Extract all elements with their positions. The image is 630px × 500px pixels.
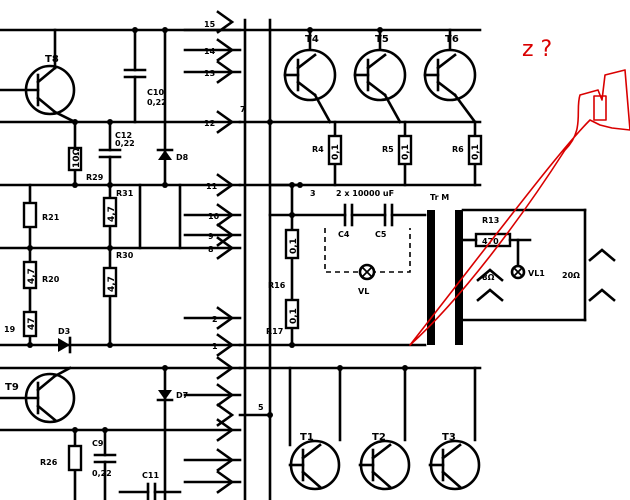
- r30-label: R30: [116, 251, 134, 260]
- r30-value: 4,7: [107, 276, 117, 292]
- c9-label: C9: [92, 439, 104, 448]
- d3-label: D3: [58, 327, 70, 336]
- imp-20-label: 20Ω: [562, 271, 580, 280]
- r26-label: R26: [40, 458, 58, 467]
- resistor-r5: [397, 134, 413, 166]
- transistor-t6: T6: [423, 34, 477, 102]
- r6-label: R6: [452, 145, 464, 154]
- r5-value: 0,1: [401, 144, 411, 160]
- c10-label: C10: [147, 88, 164, 97]
- vl-label: VL: [358, 287, 369, 296]
- resistor-r6: [467, 134, 483, 166]
- r29-label: R29: [86, 173, 104, 182]
- resistor-r21: [22, 201, 38, 229]
- bus-lines: [0, 18, 482, 500]
- c10-d8-network: C10 0,22 D8: [123, 27, 189, 188]
- t4-label: T4: [305, 34, 319, 45]
- c10-value: 0,22: [147, 98, 167, 107]
- annotation-text: z ?: [522, 37, 552, 62]
- t6-label: T6: [445, 34, 459, 45]
- r19-label: 19: [4, 325, 16, 334]
- r20-value: 4,7: [27, 268, 37, 284]
- pin-9-label: 9: [208, 232, 214, 241]
- t8-label: T8: [45, 54, 59, 65]
- resistor-r20: [22, 260, 38, 290]
- speaker-sketch: [409, 69, 630, 346]
- vl1-label: VL1: [528, 269, 545, 278]
- pin-1-label: 1: [212, 342, 218, 351]
- node-7-label: 7: [240, 105, 246, 114]
- transistor-t1: T1: [288, 432, 341, 491]
- bias-resistors: R21 4,7 R31 4,7 R30 4,7 R20 47 19 D3: [4, 183, 182, 354]
- resistor-r16: [284, 228, 300, 260]
- output-coupling: 2 x 10000 uF C4 C5 0,1 R16 0,1 R17 3 VL: [266, 182, 427, 348]
- output-transformer: Tr M R13 470 VL1 8Ω 20Ω: [427, 193, 616, 345]
- resistor-r4: [327, 134, 343, 166]
- transistor-t2: T2: [358, 432, 411, 491]
- resistor-r26: [67, 444, 83, 472]
- d7-label: D7: [176, 391, 188, 400]
- r21-label: R21: [42, 213, 60, 222]
- red-annotation: z ?: [409, 37, 630, 346]
- r13-label: R13: [482, 216, 499, 225]
- trm-label: Tr M: [430, 193, 449, 202]
- t3-label: T3: [442, 432, 456, 443]
- c9-value: 0,22: [92, 469, 112, 478]
- t9-label: T9: [5, 382, 19, 393]
- r5-label: R5: [382, 145, 394, 154]
- r4-label: R4: [312, 145, 324, 154]
- lower-output-stage: 5 T1 T2 T3: [258, 365, 481, 491]
- r4-value: 0,1: [331, 144, 341, 160]
- pin-14-label: 14: [204, 47, 216, 56]
- node-3-label: 3: [310, 189, 316, 198]
- node-5-label: 5: [258, 403, 264, 412]
- c5-label: C5: [375, 230, 387, 239]
- pin-8-label: 8: [208, 245, 214, 254]
- t5-label: T5: [375, 34, 389, 45]
- pin-10-label: 10: [208, 212, 220, 221]
- r16-label: R16: [268, 281, 286, 290]
- r20-label: R20: [42, 275, 60, 284]
- pin-12-label: 12: [204, 119, 215, 128]
- r16-value: 0,1: [289, 238, 299, 254]
- driver-t9: T9: [0, 366, 76, 424]
- upper-output-stage: T4 T5 T6 R4 R5 R6 0,1 0,1: [240, 27, 483, 187]
- c12-label: C12: [115, 131, 132, 140]
- pin-11-label: 11: [206, 182, 218, 191]
- imp-8-label: 8Ω: [482, 273, 495, 282]
- resistor-r17: [284, 298, 300, 330]
- c12-value: 0,22: [115, 139, 135, 148]
- d8-label: D8: [176, 153, 189, 162]
- transistor-t4: T4: [283, 34, 337, 102]
- resistor-r30: [102, 266, 118, 298]
- resistor-r19: [22, 310, 38, 338]
- r6-value: 0,1: [471, 144, 481, 160]
- c4-label: C4: [338, 230, 350, 239]
- resistor-r31: [102, 196, 118, 228]
- caps-label: 2 x 10000 uF: [336, 189, 394, 198]
- r29-c12-network: 10Ω R29 C12 0,22: [67, 119, 135, 188]
- t1-label: T1: [300, 432, 314, 443]
- pin-2-label: 2: [212, 315, 218, 324]
- r17-label: R17: [266, 327, 283, 336]
- lower-left-network: R26 C9 0,22 D7 C11: [40, 365, 188, 500]
- r31-label: R31: [116, 189, 134, 198]
- r29-value: 10Ω: [72, 147, 82, 168]
- transistor-t5: T5: [353, 34, 407, 102]
- driver-t8: T8: [0, 28, 77, 124]
- r17-value: 0,1: [289, 308, 299, 324]
- r31-value: 4,7: [107, 206, 117, 222]
- pin-13-label: 13: [204, 69, 215, 78]
- resistor-r29: [67, 146, 83, 172]
- c11-label: C11: [142, 471, 159, 480]
- transistor-t3: T3: [428, 432, 481, 491]
- speaker-magnet-sketch: [593, 95, 607, 121]
- connector-strip: 15 14 13 12 11 10 9 8 2 1: [183, 10, 242, 494]
- t2-label: T2: [372, 432, 386, 443]
- r19-value: 47: [27, 317, 37, 330]
- pin-15-label: 15: [204, 20, 216, 29]
